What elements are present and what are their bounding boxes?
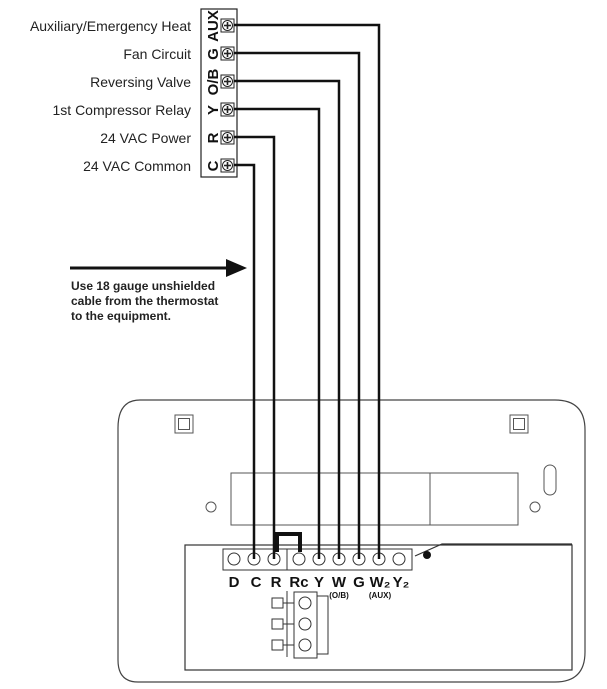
terminal-label-r: R [271, 574, 282, 591]
cable-note-line-3: to the equipment. [71, 309, 171, 323]
terminal-label-w2: W₂ [370, 574, 391, 591]
connector-tab [271, 597, 284, 609]
equipment-label-r: 24 VAC Power [100, 130, 191, 146]
equipment-code-c: C [205, 160, 222, 171]
mounting-tab-inner [178, 418, 190, 430]
wire-aux-to-w2 [234, 23, 381, 559]
equipment-terminal-strip [200, 8, 238, 178]
terminal-screw-rc [292, 552, 306, 566]
terminal-label-d: D [229, 574, 240, 591]
equipment-label-c: 24 VAC Common [83, 158, 191, 174]
terminal-label-y: Y [314, 574, 324, 591]
screw-icon [220, 102, 235, 117]
equipment-code-g: G [205, 48, 222, 60]
screw-icon [220, 46, 235, 61]
terminal-label-c: C [251, 574, 262, 591]
connector-screw [298, 596, 312, 610]
equipment-terminal-c: 24 VAC Common C [83, 158, 235, 174]
terminal-label-y2: Y₂ [393, 574, 410, 591]
terminal-label-g: G [353, 574, 365, 591]
connector-housing-side [316, 595, 329, 655]
terminal-sublabel-w2: (AUX) [369, 591, 392, 600]
equipment-terminal-r: 24 VAC Power R [100, 130, 235, 146]
connector-screw [298, 638, 312, 652]
connector-tab [271, 618, 284, 630]
cable-arrow-icon [70, 259, 247, 277]
wire-r-to-r [234, 135, 276, 559]
equipment-terminal-g: Fan Circuit G [123, 46, 235, 62]
mounting-hole [205, 501, 217, 513]
screw-icon [220, 158, 235, 173]
terminal-screw-y2 [392, 552, 406, 566]
wire-c-to-c [234, 163, 256, 559]
connector-screw [298, 617, 312, 631]
equipment-label-aux: Auxiliary/Emergency Heat [30, 18, 191, 34]
equipment-terminal-ob: Reversing Valve O/B [90, 69, 235, 96]
mounting-hole [529, 501, 541, 513]
cable-note-line-1: Use 18 gauge unshielded [71, 279, 215, 293]
equipment-code-ob: O/B [205, 69, 222, 96]
equipment-terminal-aux: Auxiliary/Emergency Heat AUX [30, 10, 235, 42]
connector-tab [271, 639, 284, 651]
wire-opening-latch [429, 472, 519, 526]
screw-icon [220, 130, 235, 145]
wire-ob-to-w [234, 79, 341, 559]
terminal-label-w: W [332, 574, 347, 591]
terminal-indicator-dot [423, 551, 431, 559]
rc-jumper [275, 532, 302, 552]
mounting-tab-inner [513, 418, 525, 430]
screw-icon [220, 18, 235, 33]
equipment-label-g: Fan Circuit [123, 46, 191, 62]
equipment-label-ob: Reversing Valve [90, 74, 191, 90]
equipment-code-r: R [205, 132, 222, 143]
equipment-code-y: Y [205, 105, 222, 115]
equipment-terminal-y: 1st Compressor Relay Y [53, 102, 235, 118]
wire-y-to-y [234, 107, 321, 559]
terminal-label-rc: Rc [289, 574, 308, 591]
equipment-label-y: 1st Compressor Relay [53, 102, 192, 118]
terminal-sublabel-w: (O/B) [329, 591, 349, 600]
terminal-screw-d [227, 552, 241, 566]
mounting-slot [543, 464, 557, 496]
screw-icon [220, 74, 235, 89]
equipment-code-aux: AUX [205, 10, 222, 42]
cable-note-line-2: cable from the thermostat [71, 294, 218, 308]
wire-g-to-g [234, 51, 361, 559]
terminal-block-edge [414, 543, 572, 557]
